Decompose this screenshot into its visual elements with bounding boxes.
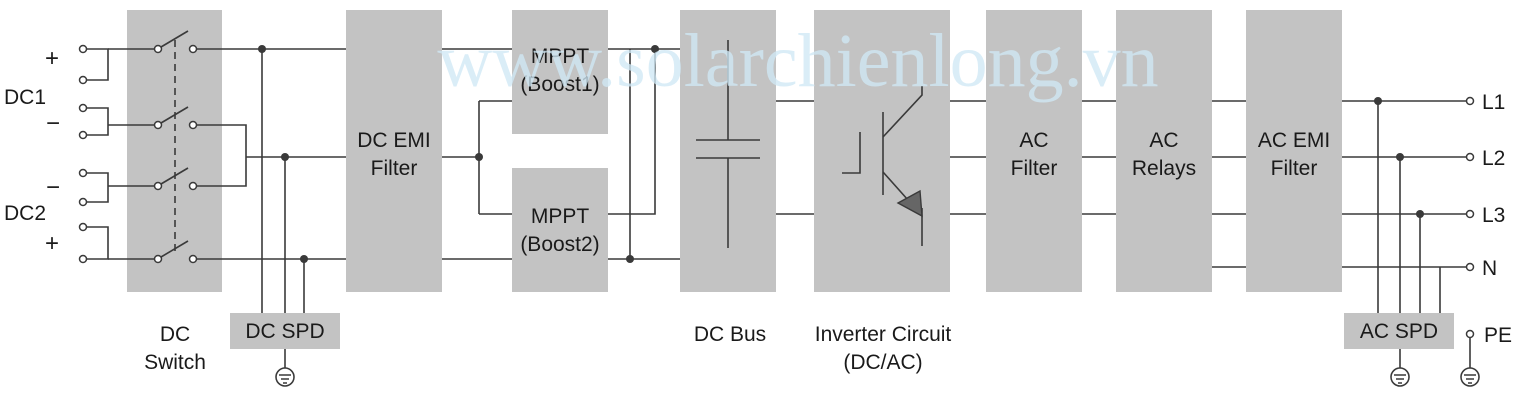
- inverter-label-2: (DC/AC): [843, 351, 922, 374]
- mppt2-label-1: MPPT: [531, 205, 590, 228]
- mppt1-label-1: MPPT: [531, 45, 590, 68]
- output-label-l3: L3: [1482, 204, 1505, 227]
- output-label-pe: PE: [1484, 324, 1512, 347]
- output-label-l1: L1: [1482, 91, 1505, 114]
- output-label-l2: L2: [1482, 147, 1505, 170]
- dc-bus-wiring-left: [196, 45, 346, 368]
- dc-input-terminals: [78, 44, 88, 264]
- mppt1-label-2: (Boost1): [520, 73, 599, 96]
- dc1-label: DC1: [4, 86, 46, 109]
- ac-emi-label-1: AC EMI: [1258, 129, 1330, 152]
- ac-relays-label-1: AC: [1149, 129, 1178, 152]
- dc2-minus-sign: −: [46, 174, 60, 201]
- watermark-text: www.solarchienlong.vn: [437, 19, 1158, 103]
- dc-emi-label-2: Filter: [371, 157, 418, 180]
- dc1-minus-sign: −: [46, 110, 60, 137]
- ground-icon-pe: [1460, 367, 1480, 387]
- dc-emi-filter-block: [346, 10, 442, 292]
- output-label-n: N: [1482, 257, 1497, 280]
- ac-filter-label-2: Filter: [1011, 157, 1058, 180]
- ac-filter-label-1: AC: [1019, 129, 1048, 152]
- ac-filter-block: [986, 10, 1082, 292]
- ac-emi-label-2: Filter: [1271, 157, 1318, 180]
- mppt2-block: [512, 168, 608, 292]
- ac-spd-block: [1344, 313, 1454, 349]
- dc-input-wiring: [86, 48, 155, 260]
- mppt2-label-2: (Boost2): [520, 233, 599, 256]
- inverter-circuit-block: [814, 10, 950, 292]
- dc-switch-label-1: DC: [160, 323, 190, 346]
- dc-spd-block: [230, 313, 340, 349]
- ac-wiring: [950, 97, 1471, 368]
- mppt-wiring: [442, 45, 680, 263]
- output-terminals: [1465, 96, 1475, 339]
- dc2-plus-sign: +: [45, 230, 59, 257]
- ac-relays-label-2: Relays: [1132, 157, 1196, 180]
- dc-spd-label: DC SPD: [245, 320, 324, 343]
- igbt-symbol: [842, 86, 923, 246]
- ac-relays-block: [1116, 10, 1212, 292]
- dc-switch-label-2: Switch: [144, 351, 206, 374]
- mppt1-block: [512, 10, 608, 134]
- ground-icon-ac-spd: [1390, 367, 1410, 387]
- ground-icon-dc-spd: [275, 367, 295, 387]
- dc-emi-label-1: DC EMI: [357, 129, 431, 152]
- dc2-label: DC2: [4, 202, 46, 225]
- ac-emi-filter-block: [1246, 10, 1342, 292]
- ac-spd-label: AC SPD: [1360, 320, 1438, 343]
- dc-switch-contacts: [153, 30, 198, 264]
- dc-bus-capacitor-symbol: [696, 40, 760, 248]
- inverter-label-1: Inverter Circuit: [815, 323, 952, 346]
- dc-bus-label: DC Bus: [694, 323, 766, 346]
- dc1-plus-sign: +: [45, 45, 59, 72]
